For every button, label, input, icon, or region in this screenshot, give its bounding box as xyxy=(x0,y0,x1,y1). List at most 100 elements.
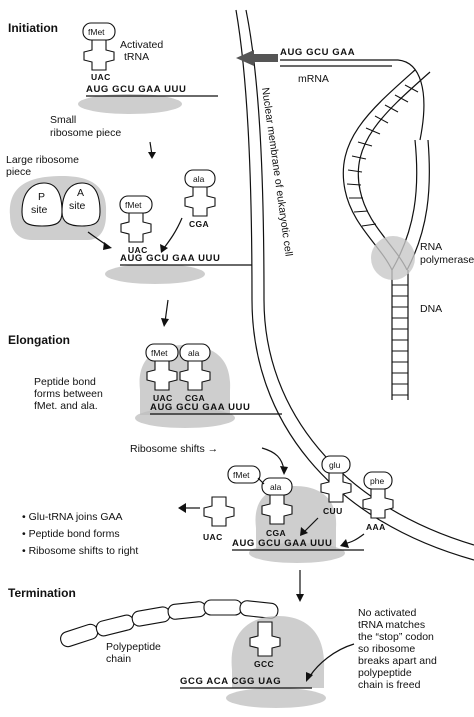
polypeptide-label-1: Polypeptide xyxy=(106,641,161,653)
polypeptide-chain xyxy=(60,599,279,648)
dna-label: DNA xyxy=(420,303,442,315)
stop-pointer-arrow-head xyxy=(306,672,313,682)
bullet-ribosome-shifts: • Ribosome shifts to right xyxy=(22,545,138,557)
svg-text:phe: phe xyxy=(370,476,384,486)
glu-trna: glu CUU xyxy=(320,455,352,516)
nuclear-membrane-label: Nuclear membrane of eukaryotic cell xyxy=(259,87,295,257)
flow-arrow-3-head xyxy=(161,318,169,327)
stop-codon-label-6: polypeptide xyxy=(358,667,412,679)
svg-text:AAA: AAA xyxy=(366,522,386,532)
svg-text:ala: ala xyxy=(193,174,205,184)
phe-trna: phe AAA xyxy=(362,471,394,532)
p-site-label-1: P xyxy=(38,191,45,203)
ribosome-shifts-label: Ribosome shifts → xyxy=(130,443,218,455)
rna-polymerase-label-1: RNA xyxy=(420,241,442,253)
svg-text:CGA: CGA xyxy=(266,528,286,538)
initiation-small-ribosome xyxy=(78,94,182,114)
phe-approach-arrow-head xyxy=(340,539,349,548)
heading-elongation: Elongation xyxy=(8,333,70,347)
release-arrow-head xyxy=(178,503,186,513)
termination-small-ribosome xyxy=(226,688,326,708)
flow-arrow-3 xyxy=(164,299,169,323)
elongation-small-ribosome xyxy=(135,408,235,428)
polypeptide-label-2: chain xyxy=(106,653,131,665)
export-arrow-icon xyxy=(236,50,278,66)
activated-trna-label-1: Activated xyxy=(120,39,163,51)
shift-fmet-trna: fMet xyxy=(227,465,261,484)
stop-pointer-arrow xyxy=(309,643,355,677)
svg-text:glu: glu xyxy=(329,460,341,470)
ala-approach-arrow-head xyxy=(160,244,168,253)
rna-polymerase-label-2: polymerase xyxy=(420,254,474,266)
flow-arrow-2-head xyxy=(103,242,112,250)
peptide-bond-label-2: forms between xyxy=(34,388,103,400)
shift-mrna-sequence: AUG GCU GAA UUU xyxy=(232,538,332,549)
svg-text:UAC: UAC xyxy=(203,532,223,542)
svg-text:UAC: UAC xyxy=(128,245,148,255)
a-site-label-2: site xyxy=(69,200,86,212)
termination-ribosome xyxy=(231,616,325,688)
mrna-strand xyxy=(280,59,425,141)
bullet-glu-trna: • Glu-tRNA joins GAA xyxy=(22,511,123,523)
rna-polymerase-blob xyxy=(371,236,415,280)
ala-approach-arrow xyxy=(163,217,183,249)
stop-codon-label-2: tRNA matches xyxy=(358,619,425,631)
termination-trna: GCC xyxy=(249,621,281,669)
activated-trna-label-2: tRNA xyxy=(124,51,149,63)
small-ribosome-label-2: ribosome piece xyxy=(50,127,121,139)
dna-helix xyxy=(342,69,431,400)
assembly-small-ribosome xyxy=(105,264,205,284)
peptide-bond-label-1: Peptide bond xyxy=(34,376,96,388)
svg-text:fMet: fMet xyxy=(233,470,250,480)
assembly-ala-trna: ala CGA xyxy=(184,169,216,229)
peptide-bond-label-3: fMet. and ala. xyxy=(34,400,98,412)
termination-mrna-sequence: GCG ACA CGG UAG xyxy=(180,676,281,687)
assembly-mrna-sequence: AUG GCU GAA UUU xyxy=(120,253,220,264)
assembly-fmet-trna: fMet UAC xyxy=(119,195,153,255)
svg-text:fMet: fMet xyxy=(151,348,168,358)
p-site-label-2: site xyxy=(31,204,48,216)
nuclear-membrane-inner xyxy=(245,9,474,546)
stop-codon-label-7: chain is freed xyxy=(358,679,421,691)
nuclear-membrane-outer xyxy=(235,9,474,561)
svg-text:UAC: UAC xyxy=(91,72,111,82)
mrna-top-sequence: AUG GCU GAA xyxy=(280,47,355,58)
svg-text:UAC: UAC xyxy=(153,393,173,403)
released-trna: UAC xyxy=(203,496,235,542)
svg-text:CGA: CGA xyxy=(185,393,205,403)
flow-arrow-4-head xyxy=(280,466,288,475)
heading-initiation: Initiation xyxy=(8,21,58,35)
elongation-ala-trna: ala CGA xyxy=(179,343,211,403)
shift-peptide-link xyxy=(257,477,265,485)
heading-termination: Termination xyxy=(8,586,76,600)
flow-arrow-1-head xyxy=(148,152,156,159)
shift-small-ribosome xyxy=(249,543,345,563)
a-site-label-1: A xyxy=(77,187,84,199)
bullet-peptide-bond: • Peptide bond forms xyxy=(22,528,120,540)
elongation-mrna-sequence: AUG GCU GAA UUU xyxy=(150,402,250,413)
large-ribosome-label-1: Large ribosome xyxy=(6,154,79,166)
svg-text:fMet: fMet xyxy=(88,27,105,37)
flow-arrow-5-head xyxy=(296,594,304,602)
mrna-label: mRNA xyxy=(298,73,329,85)
small-ribosome-label-1: Small xyxy=(50,114,76,126)
stop-codon-label-5: breaks apart and xyxy=(358,655,437,667)
large-ribosome-label-2: piece xyxy=(6,166,31,178)
glu-approach-arrow-head xyxy=(300,527,308,536)
stop-codon-label-3: the “stop” codon xyxy=(358,631,434,643)
svg-text:fMet: fMet xyxy=(125,200,142,210)
shift-ala-trna: ala CGA xyxy=(261,477,293,538)
elongation-fmet-trna: fMet UAC xyxy=(145,343,179,403)
stop-codon-label-1: No activated xyxy=(358,607,417,619)
initiation-trna: fMet UAC xyxy=(82,22,116,82)
a-site-pocket xyxy=(61,182,101,227)
svg-text:ala: ala xyxy=(270,482,282,492)
initiation-mrna-sequence: AUG GCU GAA UUU xyxy=(86,84,186,95)
svg-text:GCC: GCC xyxy=(254,659,274,669)
svg-text:ala: ala xyxy=(188,348,200,358)
stop-codon-label-4: so ribosome xyxy=(358,643,415,655)
svg-text:CGA: CGA xyxy=(189,219,209,229)
svg-text:CUU: CUU xyxy=(323,506,343,516)
